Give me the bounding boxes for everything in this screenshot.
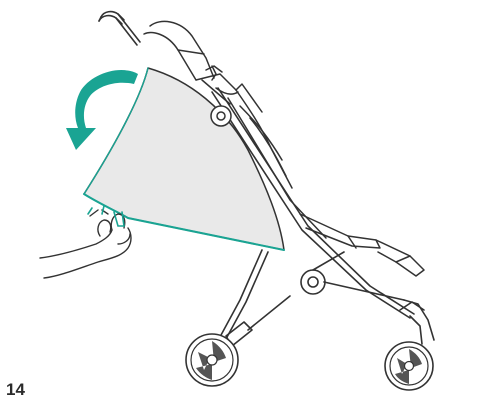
front-wheel	[385, 342, 433, 390]
step-number: 14	[6, 380, 25, 400]
hand-illustration	[40, 210, 131, 278]
rear-wheel	[186, 334, 238, 386]
stroller-handle	[99, 12, 140, 45]
canopy-hinge-knob	[211, 106, 231, 126]
canopy-fabric	[84, 68, 284, 250]
